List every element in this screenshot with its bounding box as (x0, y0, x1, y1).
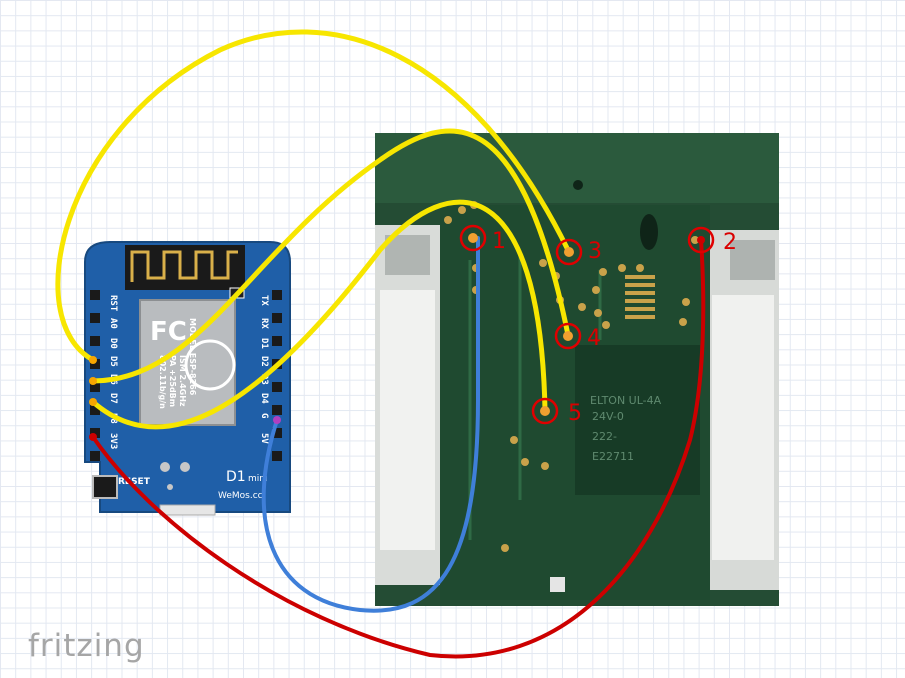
svg-text:PA +25dBm: PA +25dBm (168, 355, 177, 407)
svg-text:802.11b/g/n: 802.11b/g/n (158, 355, 167, 409)
svg-text:D1: D1 (259, 338, 269, 349)
red-wire-3v3-to-2 (91, 238, 706, 659)
connection-markers: 1 2 3 4 5 (459, 224, 737, 426)
reset-button[interactable] (92, 475, 118, 499)
svg-text:3V3: 3V3 (108, 433, 118, 449)
left-header (90, 290, 100, 461)
svg-text:D4: D4 (259, 393, 269, 404)
mini-label: mini (248, 474, 267, 484)
svg-text:5V: 5V (259, 433, 269, 444)
module-label: MODEL ESP-8266 ISM 2.4GHz PA +25dBm 802.… (158, 318, 197, 409)
svg-text:MODEL ESP-8266: MODEL ESP-8266 (188, 318, 197, 396)
marker-1-label: 1 (492, 229, 506, 254)
marker-4-label: 4 (587, 326, 601, 351)
reset-label: RESET (118, 477, 151, 487)
svg-text:24V-0: 24V-0 (592, 410, 624, 423)
d1-label: D1 (226, 469, 246, 485)
svg-text:D5: D5 (108, 356, 118, 367)
usb-port (159, 504, 216, 516)
blue-wire-g-to-1 (261, 236, 480, 613)
wifi-logo-icon (184, 339, 236, 391)
svg-text:ELTON UL-4A: ELTON UL-4A (590, 394, 662, 407)
svg-text:D7: D7 (108, 393, 118, 404)
svg-text:TX: TX (259, 295, 269, 306)
marker-1[interactable] (459, 224, 487, 252)
marker-5-label: 5 (568, 401, 582, 426)
marker-5[interactable] (531, 397, 559, 425)
marker-2[interactable] (687, 226, 715, 254)
svg-text:E22711: E22711 (592, 450, 634, 463)
yellow-wire-d7-to-5 (90, 199, 548, 430)
board-wire-ends (89, 356, 281, 441)
marker-4[interactable] (554, 322, 582, 350)
svg-text:D0: D0 (108, 338, 118, 349)
wires (55, 29, 706, 659)
svg-text:A0: A0 (108, 318, 118, 329)
marker-3-label: 3 (588, 239, 602, 264)
brand-label: WeMos.cc (218, 491, 263, 501)
fcc-logo: FC (150, 317, 187, 347)
svg-text:G: G (259, 413, 269, 418)
svg-text:RST: RST (108, 295, 118, 312)
fritzing-watermark: fritzing (28, 628, 145, 664)
antenna-trace (130, 250, 238, 282)
svg-text:D2: D2 (259, 356, 269, 367)
pcb-photo: ELTON UL-4A 24V-0 222- E22711 (375, 133, 779, 606)
yellow-wire-d5-to-3 (55, 29, 571, 363)
svg-text:222-: 222- (592, 430, 617, 443)
svg-text:RX: RX (259, 318, 269, 329)
marker-3[interactable] (555, 238, 583, 266)
pcb-silkscreen: ELTON UL-4A 24V-0 222- E22711 (590, 394, 662, 463)
yellow-wire-d6-to-4 (90, 128, 571, 384)
svg-text:ISM 2.4GHz: ISM 2.4GHz (178, 355, 187, 407)
marker-2-label: 2 (723, 230, 737, 255)
